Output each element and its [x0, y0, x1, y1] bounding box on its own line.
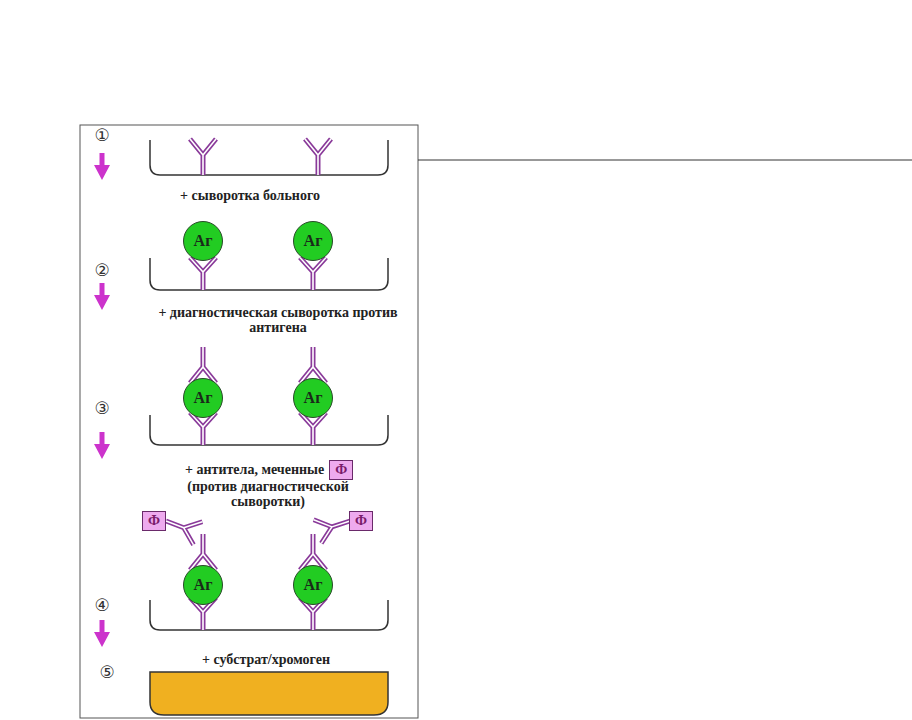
antibodies [162, 139, 354, 630]
step-caption: + субстрат/хромоген [156, 652, 376, 667]
step-caption: + диагностическая сыворотка против антиг… [148, 305, 408, 335]
node-text: Аг [194, 389, 213, 407]
step-arrows [94, 153, 110, 647]
step-number: ② [94, 261, 109, 279]
wells [150, 140, 388, 630]
node-text: Аг [304, 576, 323, 594]
step-number: ① [94, 126, 109, 144]
step-number: ③ [94, 399, 109, 417]
node-text: Аг [304, 232, 323, 250]
label-tag: Ф [329, 460, 353, 480]
antigen-circle: Аг [293, 565, 333, 605]
frame [80, 125, 418, 718]
step-number: ④ [94, 596, 109, 614]
node-text: Аг [194, 232, 213, 250]
antigen-circle: Аг [293, 378, 333, 418]
step-caption: + сыворотка больного [170, 188, 330, 203]
step-caption: + антитела, меченные [185, 462, 324, 477]
node-text: Ф [355, 513, 367, 529]
label-tag: Ф [349, 511, 373, 531]
node-text: Аг [194, 576, 213, 594]
substrate-well [150, 672, 388, 715]
step-caption: (против диагностической сыворотки) [153, 479, 383, 509]
antigen-circle: Аг [183, 221, 223, 261]
node-text: Аг [304, 389, 323, 407]
node-text: Ф [335, 462, 347, 478]
label-tag: Ф [142, 511, 166, 531]
rule-line [418, 160, 912, 161]
node-text: Ф [148, 513, 160, 529]
antigen-circle: Аг [183, 565, 223, 605]
antigen-circle: Аг [183, 378, 223, 418]
step-number: ⑤ [99, 663, 114, 681]
antigen-circle: Аг [293, 221, 333, 261]
